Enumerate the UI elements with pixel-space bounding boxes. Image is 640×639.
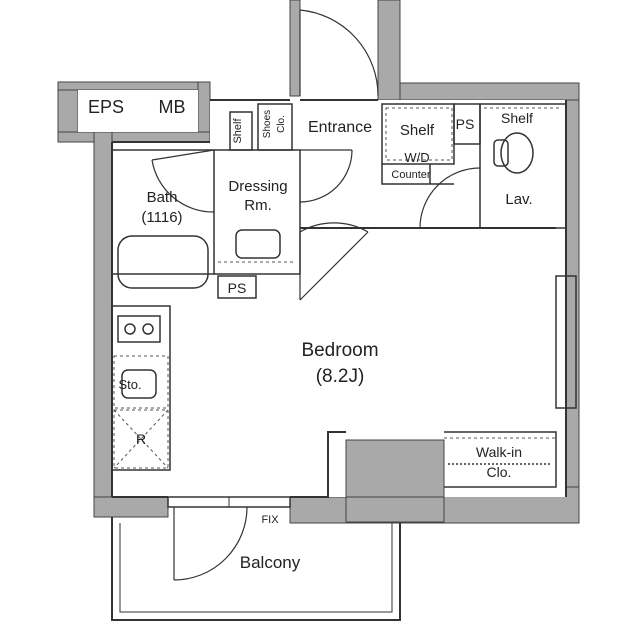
label-dressing-rm: Rm. — [244, 197, 272, 214]
wall-left — [93, 131, 113, 508]
wall-top-left-2 — [57, 81, 209, 91]
label-eps: EPS — [88, 97, 124, 117]
label-dressing: Dressing — [228, 178, 287, 195]
label-bath: Bath — [147, 189, 178, 206]
toilet-bowl — [500, 132, 534, 174]
label-entrance: Entrance — [308, 119, 372, 136]
label-shoes-clo: Clo. — [276, 115, 287, 133]
wall-top-right — [377, 82, 580, 101]
wall-column-fill — [328, 432, 445, 498]
door-bath — [151, 149, 215, 213]
doors — [151, 9, 481, 581]
bathtub — [117, 235, 209, 289]
wall-entrance-left — [289, 0, 301, 97]
label-stove: Sto. — [118, 377, 141, 392]
labels: EPS MB Entrance Shelf Shoes Clo. Shelf P… — [88, 97, 533, 572]
interior — [78, 90, 566, 497]
label-bedroom: Bedroom — [301, 340, 378, 361]
burner-right — [142, 323, 154, 335]
label-bedroom-size: (8.2J) — [316, 366, 365, 387]
wall-top-right-riser — [377, 0, 401, 101]
label-mb: MB — [159, 97, 186, 117]
label-ps-top: PS — [456, 116, 475, 132]
interior-walls — [111, 99, 577, 621]
door-balcony — [173, 506, 248, 581]
label-fix: FIX — [261, 514, 279, 526]
fixtures — [117, 132, 552, 465]
label-bath-size: (1116) — [141, 209, 182, 226]
label-ps-bottom: PS — [228, 280, 247, 296]
label-walkin: Walk-in — [476, 444, 522, 460]
washbasin — [235, 229, 281, 259]
toilet-tank — [493, 139, 509, 167]
door-entrance — [299, 9, 379, 97]
label-shelf-entry: Shelf — [232, 118, 244, 144]
stove-top — [117, 315, 161, 343]
wall-shaft-bottom — [57, 131, 211, 143]
wall-right — [565, 82, 580, 524]
door-lav — [419, 167, 481, 229]
burner-left — [124, 323, 136, 335]
label-wd: W/D — [404, 150, 429, 165]
door-bedroom — [299, 222, 369, 301]
wall-top-left — [57, 81, 79, 141]
label-fridge: R — [136, 431, 146, 447]
door-dressing — [299, 149, 353, 203]
label-walkin-clo: Clo. — [487, 464, 512, 480]
dashed-lines — [113, 107, 562, 469]
label-shelf-lav: Shelf — [501, 110, 533, 126]
sink — [121, 369, 157, 399]
label-shoes: Shoes — [262, 110, 273, 138]
label-lav: Lav. — [505, 191, 532, 208]
wall-bottom — [93, 496, 169, 518]
label-balcony: Balcony — [240, 553, 301, 572]
label-counter: Counter — [391, 169, 430, 181]
label-shelf-top: Shelf — [400, 122, 435, 139]
